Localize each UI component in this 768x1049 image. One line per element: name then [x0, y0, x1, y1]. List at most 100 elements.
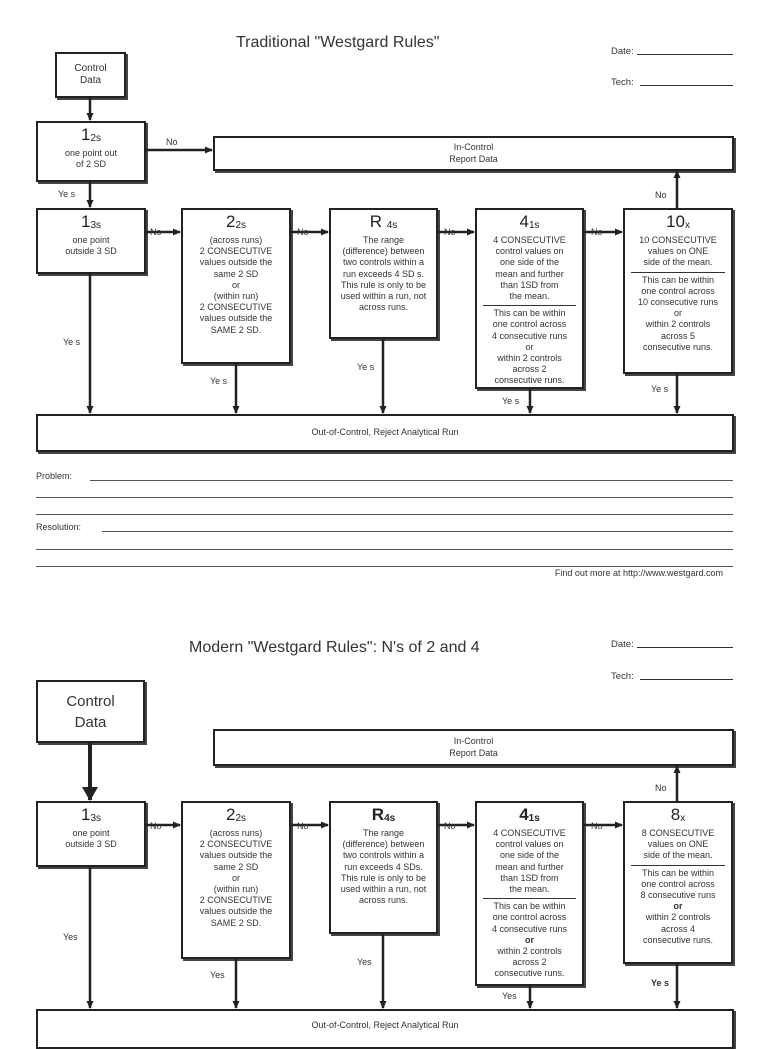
tech-label: Tech:: [611, 77, 634, 88]
problem-field-line[interactable]: [36, 514, 733, 515]
yes-label: Yes: [502, 991, 517, 1001]
yes-label: Ye s: [357, 362, 375, 372]
yes-label: Yes: [63, 932, 78, 942]
rule-text: used within a run, not: [340, 291, 427, 302]
rule-number: 10: [666, 212, 685, 231]
rule-text: (within run): [213, 884, 259, 895]
rule-text: within 2 controls: [497, 946, 562, 957]
yes-label: Ye s: [502, 396, 520, 406]
in-control-box: In-Control Report Data: [213, 136, 734, 171]
rule-text: values on ONE: [647, 246, 709, 257]
resolution-field[interactable]: [102, 531, 733, 532]
in-control-line: Report Data: [449, 153, 498, 164]
rule-text: mean and further: [495, 268, 564, 279]
rule-number: 4: [519, 212, 529, 231]
date-field[interactable]: [637, 54, 733, 55]
resolution-field-line[interactable]: [36, 549, 733, 550]
divider: [631, 864, 725, 866]
rule-text: one control across: [641, 285, 715, 296]
rule-text: 10 CONSECUTIVE: [639, 235, 717, 245]
yes-label: Ye s: [651, 384, 669, 394]
rule-text: outside 3 SD: [65, 246, 117, 257]
rule-subscript: 3s: [90, 220, 102, 231]
divider: [631, 271, 725, 273]
problem-field-line[interactable]: [36, 497, 733, 498]
rule-text: same 2 SD: [213, 861, 259, 872]
divider: [483, 305, 576, 307]
rule-subscript: 2s: [235, 813, 247, 824]
rule-text: This can be within: [641, 274, 715, 285]
out-of-control-box: Out-of-Control, Reject Analytical Run: [36, 414, 734, 452]
rule-text: values outside the: [199, 313, 273, 324]
rule-text: (within run): [213, 291, 259, 302]
rule-text: mean and further: [495, 861, 564, 872]
rule-text: 4 consecutive runs: [491, 923, 568, 934]
resolution-field-line[interactable]: [36, 566, 733, 567]
rule-text: or: [673, 901, 683, 912]
rule-text: The range: [362, 828, 405, 838]
rule-text: one point out: [64, 148, 118, 158]
rule-text: one control across: [492, 912, 567, 923]
rule-text: one control across: [641, 878, 715, 889]
rule-text: consecutive runs.: [494, 968, 565, 979]
tech-label: Tech:: [611, 671, 634, 682]
rule-number: 1: [80, 805, 91, 824]
problem-field[interactable]: [90, 480, 733, 481]
rule-text: outside 3 SD: [65, 839, 117, 850]
control-data-line: Control: [74, 63, 107, 74]
no-label: No: [444, 821, 456, 831]
rule-text: control values on: [495, 246, 564, 257]
rule-number: R: [371, 805, 385, 824]
date-field[interactable]: [637, 647, 733, 648]
rule-text: 10 consecutive runs: [637, 297, 719, 308]
rule-text: or: [231, 279, 240, 290]
rule-text: two controls within a: [342, 257, 425, 268]
rule-text: consecutive runs.: [642, 934, 714, 945]
rule-text: side of the mean.: [643, 850, 713, 861]
rule-subscript: 1s: [528, 220, 540, 231]
rule-text: within 2 controls: [645, 912, 711, 923]
rule-text: within 2 controls: [645, 319, 711, 330]
rule-text: than 1SD from: [500, 279, 559, 290]
rule-text: 8 consecutive runs: [640, 890, 716, 901]
no-label: No: [655, 190, 667, 200]
no-label: No: [591, 821, 603, 831]
tech-field[interactable]: [640, 679, 733, 680]
footer-link[interactable]: Find out more at http://www.westgard.com: [554, 568, 723, 578]
rule-subscript: x: [680, 813, 686, 824]
rule-text: or: [525, 341, 534, 352]
no-label: No: [150, 227, 162, 237]
control-data-box: Control Data: [36, 680, 145, 743]
no-label: No: [297, 821, 309, 831]
rule-text: one side of the: [499, 257, 560, 268]
rule-number: R: [369, 212, 387, 231]
rule-text: The range: [362, 235, 405, 245]
rule-number: 2: [225, 805, 236, 824]
traditional-title: Traditional "Westgard Rules": [236, 34, 440, 51]
rule-text: This can be within: [493, 308, 566, 319]
rule-text: 4 CONSECUTIVE: [493, 828, 566, 838]
rule-subscript: 3s: [90, 813, 102, 824]
rule-text: (across runs): [209, 828, 263, 838]
rule-text: 8 CONSECUTIVE: [641, 828, 715, 838]
rule-text: (difference) between: [342, 246, 425, 257]
tech-field[interactable]: [640, 85, 733, 86]
rule-text: SAME 2 SD.: [210, 324, 262, 335]
rule-text: across 2: [512, 364, 547, 375]
in-control-box: In-Control Report Data: [213, 729, 734, 766]
rule-text: one point: [72, 235, 110, 245]
rule-text: across runs.: [358, 895, 409, 906]
rule-text: 2 CONSECUTIVE: [199, 895, 273, 906]
rule-text: 2 CONSECUTIVE: [199, 302, 273, 313]
rule-number: 1: [80, 212, 91, 231]
rule-text: or: [525, 934, 534, 945]
yes-label: Yes: [357, 957, 372, 967]
control-data-line: Data: [79, 75, 102, 86]
control-data-box: Control Data: [55, 52, 126, 98]
rule-text: run exceeds 4 SD s.: [342, 268, 425, 279]
